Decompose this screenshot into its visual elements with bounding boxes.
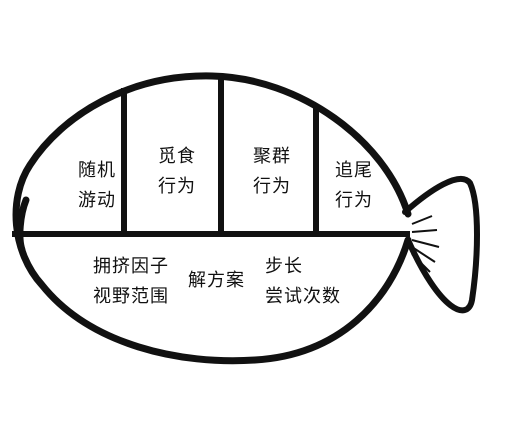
lower-group-label: 步长 — [265, 256, 303, 277]
upper-cell-label: 行为 — [335, 190, 373, 211]
fish-nose — [16, 196, 30, 254]
upper-cell-label: 聚群 — [253, 146, 291, 167]
upper-cell-label: 行为 — [253, 176, 291, 197]
fish-body-outline — [12, 72, 412, 365]
upper-cell-label: 觅食 — [158, 146, 196, 167]
lower-group-label: 视野范围 — [93, 286, 169, 307]
lower-group-crowding-vision: 拥挤因子 视野范围 — [93, 252, 169, 312]
upper-cell-swarming: 聚群 行为 — [253, 142, 291, 202]
lower-group-label: 尝试次数 — [265, 286, 341, 307]
lower-group-label: 拥挤因子 — [93, 256, 169, 277]
lower-group-solution: 解方案 — [188, 266, 245, 296]
upper-cell-following: 追尾 行为 — [335, 156, 373, 216]
upper-cell-label: 行为 — [158, 176, 196, 197]
tail-fin-line — [411, 246, 436, 263]
upper-cell-random-swim: 随机 游动 — [78, 156, 116, 216]
fish-tail — [402, 175, 480, 314]
lower-group-label: 解方案 — [188, 270, 245, 291]
upper-cell-label: 游动 — [78, 190, 116, 211]
upper-cell-label: 随机 — [78, 160, 116, 181]
tail-fin-line — [411, 239, 440, 248]
upper-cell-label: 追尾 — [335, 160, 373, 181]
tail-fin-line — [411, 253, 431, 273]
lower-group-step-tries: 步长 尝试次数 — [265, 252, 341, 312]
tail-fin-line — [411, 229, 438, 233]
tail-fin-line — [411, 215, 433, 225]
upper-cell-foraging: 觅食 行为 — [158, 142, 196, 202]
